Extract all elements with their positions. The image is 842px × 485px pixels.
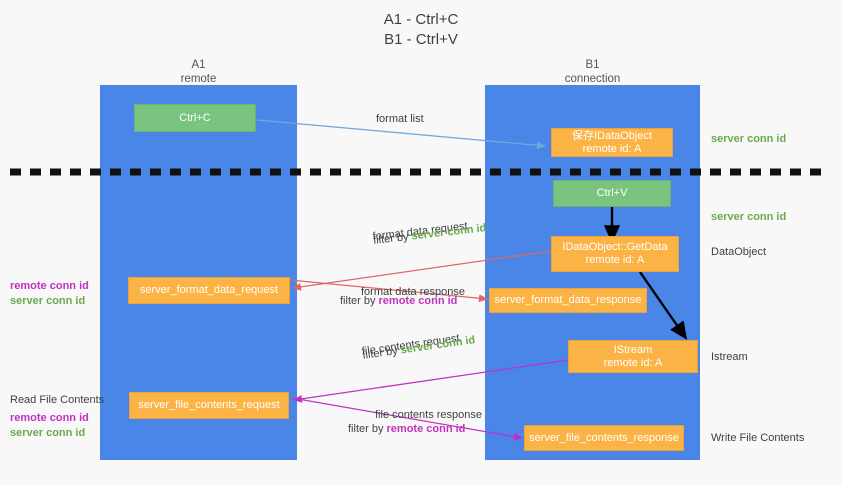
box-server-format-data-response[interactable]: server_format_data_response (489, 288, 647, 313)
box-idataobject-getdata-sub: remote id: A (585, 254, 645, 266)
box-idataobject-saved-title: 保存IDataObject (571, 129, 653, 142)
filter-by-text-2: filter by (340, 295, 376, 307)
lane-header-b1: B1 connection (505, 58, 680, 86)
box-server-format-data-response-label: server_format_data_response (494, 294, 642, 306)
box-ctrl-c[interactable]: Ctrl+C (134, 104, 256, 132)
box-ctrl-v-label: Ctrl+V (596, 187, 628, 199)
box-idataobject-getdata[interactable]: IDataObject::GetData remote id: A (551, 236, 679, 272)
label-server-conn-id-top: server conn id (711, 133, 787, 145)
label-dataobject: DataObject (711, 246, 767, 258)
label-server-conn-id-2: server conn id (10, 427, 86, 439)
lane-a1-sub: remote (180, 73, 217, 85)
box-idataobject-getdata-title: IDataObject::GetData (562, 241, 668, 253)
remote-conn-id-inline-2: remote conn id (386, 423, 466, 435)
edge-label-file-contents-response-group: file contents response filter by remote … (348, 408, 492, 435)
edge-label-file-contents-request-group: file contents request filter by server c… (361, 329, 476, 362)
edge-label-format-data-response-group: format data response filter by remote co… (340, 285, 478, 307)
title-line-1: A1 - Ctrl+C (383, 11, 459, 28)
box-istream[interactable]: IStream remote id: A (568, 340, 698, 373)
filter-by-text-4: filter by (348, 423, 384, 435)
title-line-2: B1 - Ctrl+V (384, 31, 458, 48)
edge-label-format-data-response: format data response (361, 286, 465, 298)
edge-label-format-list: format list (376, 113, 424, 125)
lane-b1-sub: connection (564, 73, 621, 85)
label-write-file-contents: Write File Contents (711, 432, 805, 444)
edge-label-file-contents-response: file contents response (375, 409, 483, 421)
lane-a1-name: A1 (191, 59, 206, 71)
left-conn-id-stack-1: remote conn id server conn id (10, 279, 89, 309)
filter-by-text-3: filter by (361, 345, 399, 362)
diagram-title: A1 - Ctrl+C B1 - Ctrl+V (0, 10, 842, 50)
label-server-conn-id-second: server conn id (711, 211, 787, 223)
box-server-file-contents-response[interactable]: server_file_contents_response (524, 425, 684, 451)
box-server-file-contents-request[interactable]: server_file_contents_request (129, 392, 289, 419)
left-conn-id-stack-2: remote conn id server conn id (10, 411, 89, 441)
box-server-file-contents-request-label: server_file_contents_request (138, 399, 280, 411)
lane-header-a1: A1 remote (120, 58, 277, 86)
edge-label-file-contents-response-filter: filter by remote conn id (348, 422, 465, 436)
box-ctrl-c-label: Ctrl+C (179, 111, 211, 124)
label-istream: Istream (711, 351, 748, 363)
label-read-file-contents: Read File Contents (10, 394, 105, 406)
box-server-format-data-request-label: server_format_data_request (139, 284, 279, 296)
edge-label-format-data-response-filter: filter by remote conn id (340, 294, 457, 308)
filter-by-text: filter by (372, 230, 410, 247)
box-ctrl-v[interactable]: Ctrl+V (553, 180, 671, 207)
lane-b1-name: B1 (585, 59, 600, 71)
remote-conn-id-inline-1: remote conn id (378, 295, 458, 307)
box-idataobject-saved-sub: remote id: A (582, 142, 642, 155)
box-istream-title: IStream (613, 343, 653, 356)
label-remote-conn-id-2: remote conn id (10, 412, 89, 424)
box-idataobject-saved[interactable]: 保存IDataObject remote id: A (551, 128, 673, 157)
box-server-file-contents-response-label: server_file_contents_response (529, 431, 679, 444)
box-istream-sub: remote id: A (603, 356, 663, 369)
box-server-format-data-request[interactable]: server_format_data_request (128, 277, 290, 304)
label-remote-conn-id-1: remote conn id (10, 280, 89, 292)
label-server-conn-id-1: server conn id (10, 295, 86, 307)
edge-label-format-data-request-group: format data request filter by server con… (372, 217, 487, 247)
